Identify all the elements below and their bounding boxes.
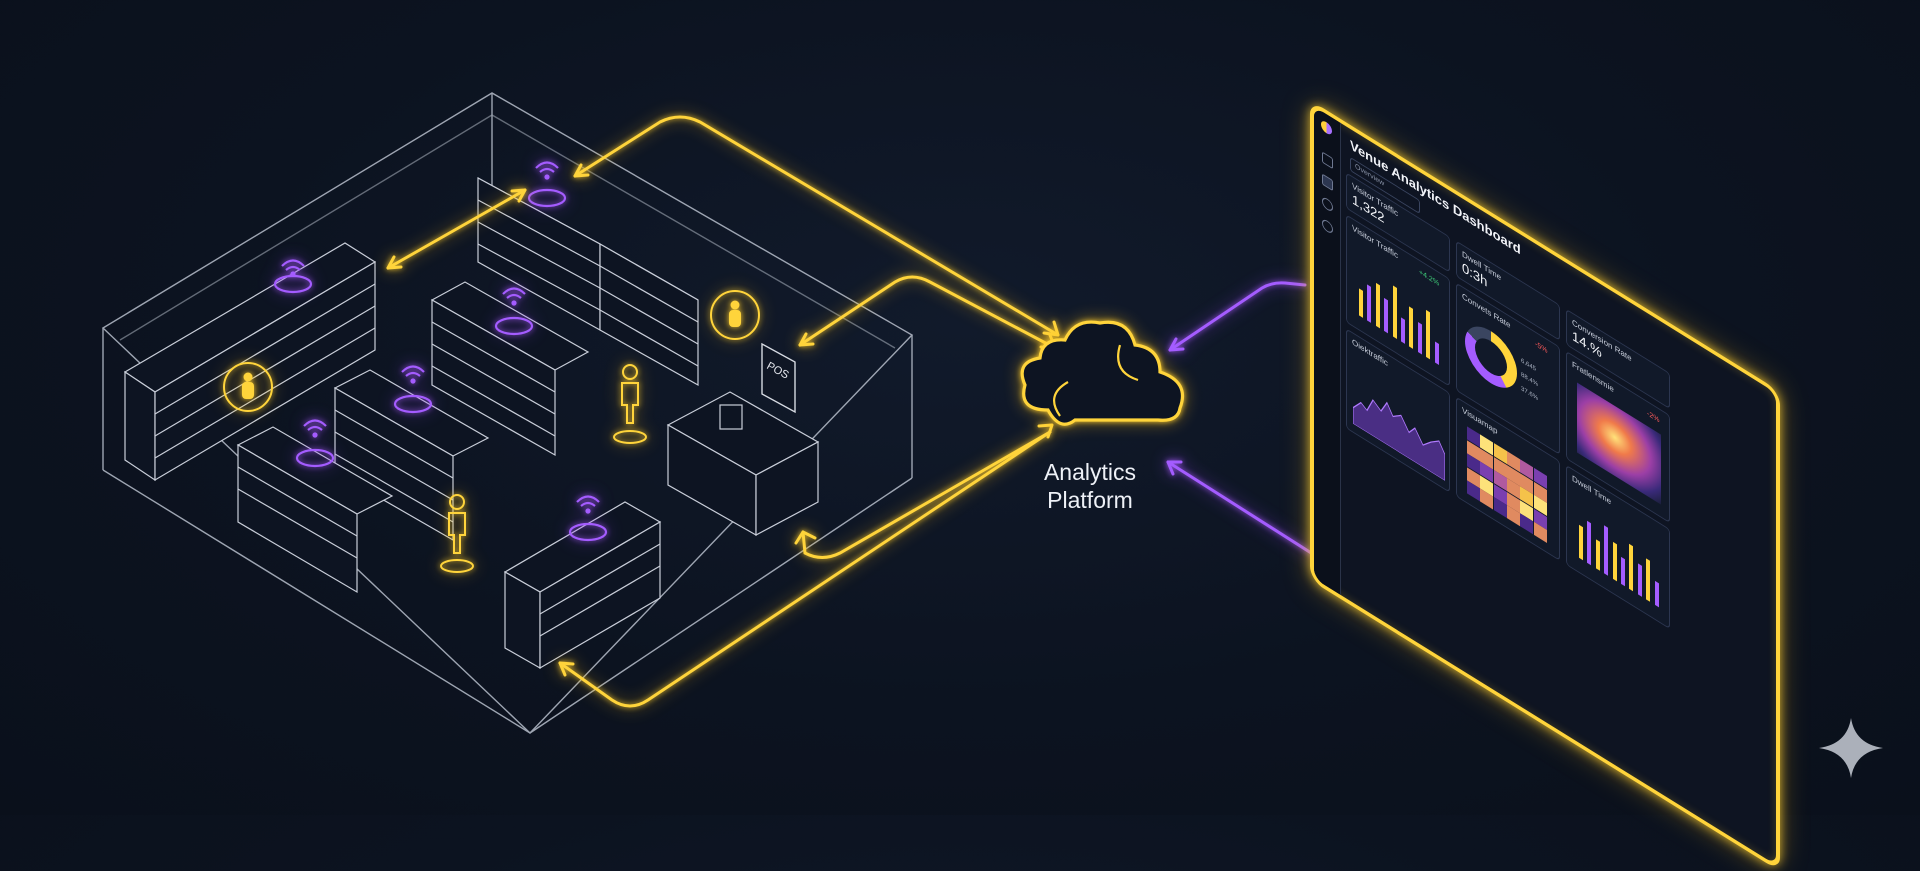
chart-bar <box>1367 284 1372 324</box>
traffic-badge: +4.2% <box>1419 268 1440 289</box>
visitors <box>223 290 760 573</box>
chart-bar <box>1587 520 1592 566</box>
home-icon[interactable] <box>1322 151 1333 170</box>
dashboard-sidebar <box>1314 106 1341 596</box>
hourly-traffic-card: Oiektraffic <box>1346 328 1450 493</box>
venue-analytics-dashboard: Venue Analytics Dashboard Overview Visit… <box>1310 100 1780 871</box>
chart-bar <box>1384 297 1389 334</box>
donut-legend-3: 37.6% <box>1521 385 1539 403</box>
logo-icon <box>1321 118 1332 137</box>
wifi-icon <box>393 365 433 414</box>
person-icon <box>613 364 647 444</box>
floor-heat-badge: -2% <box>1647 409 1660 425</box>
wifi-icon <box>494 287 534 336</box>
chart-bar <box>1604 525 1609 576</box>
platform-line-1: Analytics <box>1043 459 1137 485</box>
chart-bar <box>1579 524 1583 561</box>
chart-bar <box>1595 539 1600 571</box>
wifi-icon <box>295 419 335 468</box>
grid-heatmap <box>1467 426 1547 544</box>
chart-bar <box>1654 580 1659 608</box>
settings-icon[interactable] <box>1322 195 1333 214</box>
chart-bar <box>1621 556 1625 587</box>
store-room <box>101 92 914 734</box>
platform-line-2: Platform <box>1047 487 1133 513</box>
user-icon[interactable] <box>1322 217 1333 236</box>
donut-legend-1: 6,645 <box>1521 357 1537 374</box>
data-flow-arrows <box>386 115 1060 708</box>
wifi-icon <box>273 259 313 294</box>
person-icon <box>710 290 760 340</box>
chart-bar <box>1392 285 1397 339</box>
analytics-platform-label: Analytics Platform <box>1010 458 1170 514</box>
area-chart <box>1353 399 1445 481</box>
chart-bar <box>1409 307 1414 350</box>
chart-bar <box>1434 341 1439 365</box>
cloud-icon <box>1020 320 1185 426</box>
grid-icon[interactable] <box>1322 173 1333 192</box>
chart-bar <box>1612 541 1617 582</box>
chart-bar <box>1417 321 1422 355</box>
shelf-unit-3 <box>430 281 590 457</box>
chart-bar <box>1359 288 1363 318</box>
person-icon <box>440 494 474 573</box>
chart-bar <box>1646 558 1651 602</box>
checkout-counter <box>666 391 820 537</box>
pos-sign: POS <box>761 342 796 414</box>
chart-bar <box>1426 310 1431 360</box>
chart-bar <box>1637 563 1642 597</box>
wifi-icon <box>527 161 567 208</box>
shelf-unit-6 <box>503 501 662 670</box>
donut-legend-2: 88.4% <box>1521 371 1539 389</box>
dashboard-screen: Venue Analytics Dashboard Overview Visit… <box>1310 100 1780 871</box>
wifi-icon <box>568 495 608 542</box>
person-icon <box>223 362 273 412</box>
chart-bar <box>1401 317 1405 344</box>
shelf-unit-2 <box>477 176 699 387</box>
dwell-bar-chart <box>1579 498 1665 611</box>
wifi-access-points <box>273 161 608 542</box>
convert-badge: -5% <box>1535 340 1548 356</box>
sparkle-icon <box>1819 718 1883 778</box>
chart-bar <box>1629 544 1634 592</box>
chart-bar <box>1375 282 1380 329</box>
shelf-unit-5 <box>236 426 394 594</box>
scene-diagram: POS <box>101 92 1883 778</box>
